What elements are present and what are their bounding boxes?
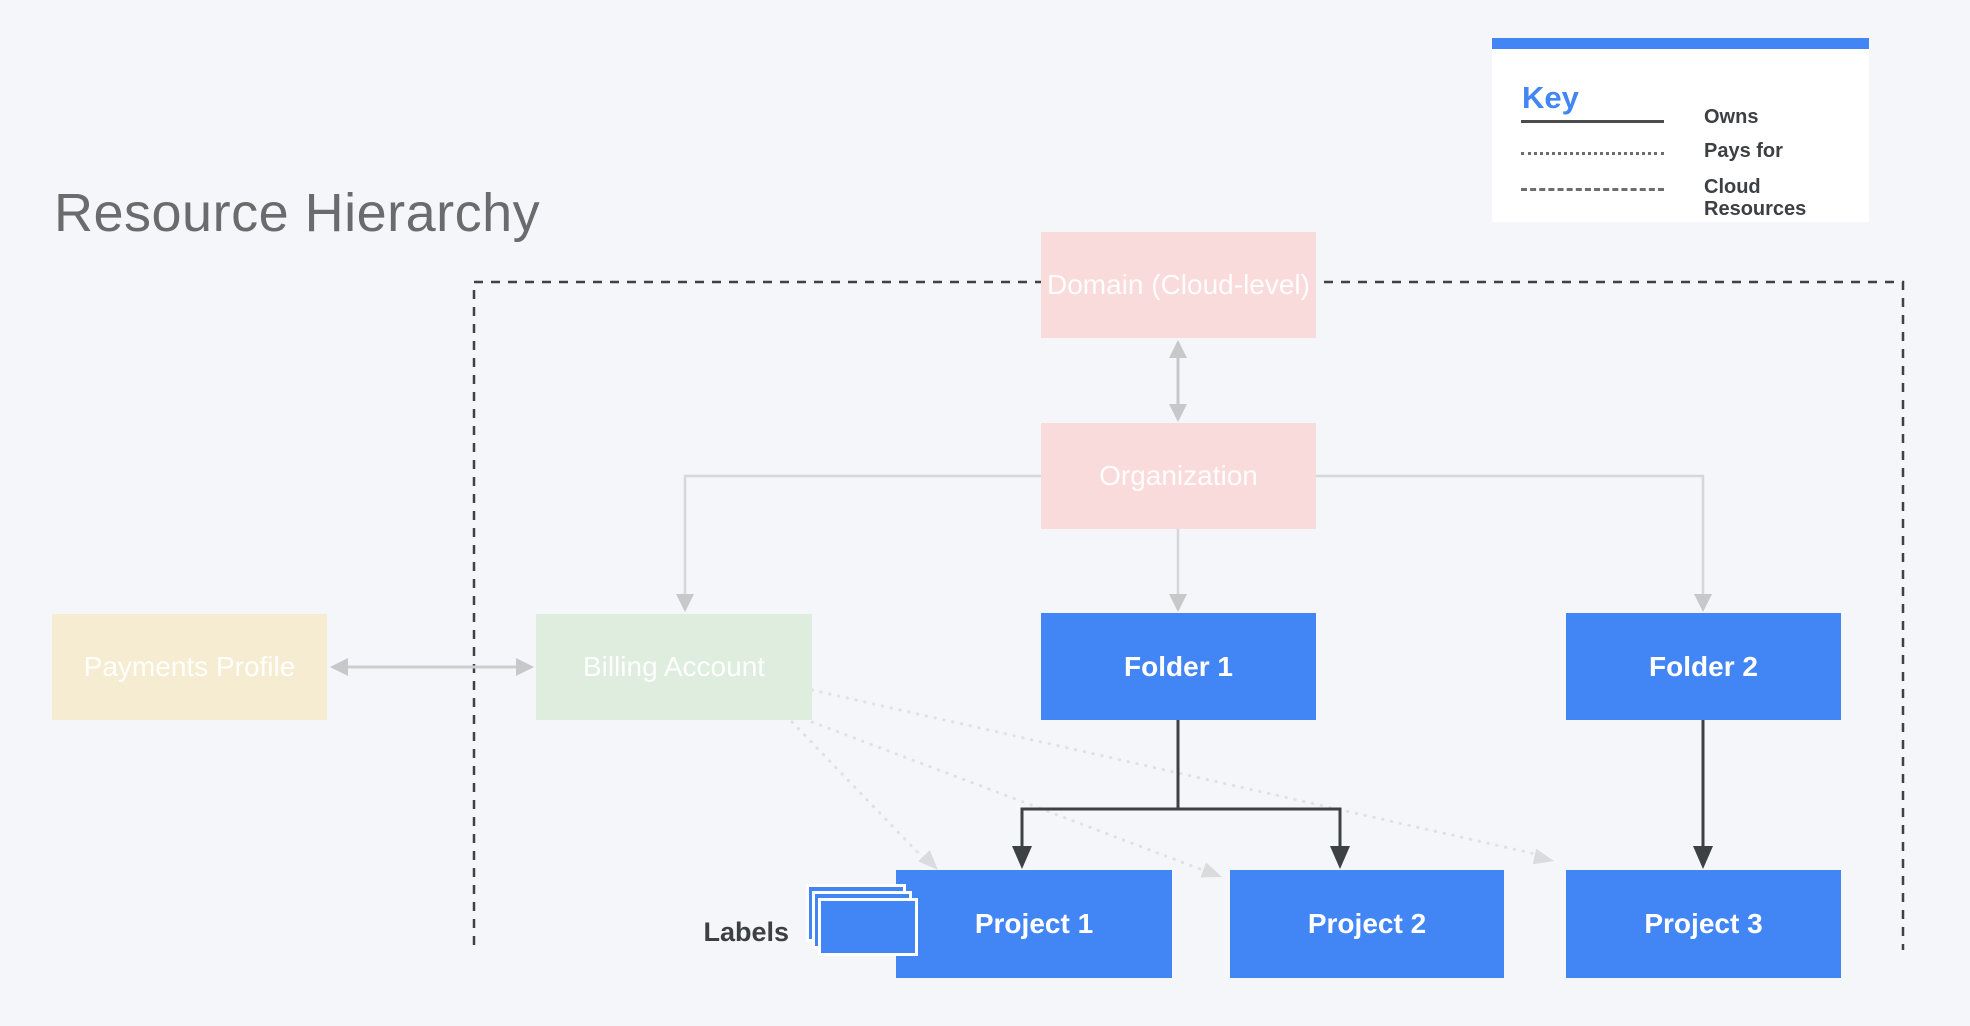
legend-top-bar [1492, 38, 1869, 49]
payments-billing-arrowhead-right [516, 658, 534, 676]
legend-heading: Key [1522, 80, 1579, 115]
owns-line-folder2 [1316, 474, 1705, 600]
node-project2-label: Project 2 [1307, 908, 1427, 939]
pays-for-line-project2 [810, 720, 1210, 874]
legend-dotted-line-sample [1521, 152, 1664, 155]
node-project3: Project 3 [1566, 870, 1841, 978]
edge-organization-children-arrowheads [676, 594, 1712, 612]
legend: Key Owns Pays for Cloud Resources [1492, 38, 1869, 222]
owns-arrowhead-project3 [1693, 846, 1713, 869]
owns-arrowhead-folder2 [1694, 594, 1712, 612]
node-folder2-label: Folder 2 [1649, 650, 1758, 682]
node-payments-profile-label: Payments Profile [83, 651, 296, 682]
node-project1: Project 1 [896, 870, 1172, 978]
legend-dashed-line-sample [1521, 188, 1664, 191]
pays-for-arrowhead-project3 [1532, 848, 1554, 865]
node-billing-account: Billing Account [536, 614, 812, 720]
node-domain-label: Domain (Cloud-level) [1047, 269, 1310, 300]
label-card-front [818, 898, 918, 956]
node-folder2: Folder 2 [1566, 613, 1841, 720]
pays-for-arrowheads [918, 848, 1554, 878]
owns-arrowhead-project1 [1012, 846, 1032, 869]
owns-arrowhead-billing-account [676, 594, 694, 612]
node-billing-account-label: Billing Account [582, 651, 766, 682]
node-project3-label: Project 3 [1644, 908, 1763, 939]
owns-line-billing-account [683, 474, 1041, 600]
node-domain: Domain (Cloud-level) [1041, 232, 1316, 338]
edge-payments-billing [330, 658, 534, 676]
legend-label-pays-for: Pays for [1704, 140, 1783, 162]
owns-arrowhead-folder1 [1169, 594, 1187, 612]
legend-label-cloud-resources: Cloud Resources [1704, 176, 1807, 220]
edge-domain-organization [1169, 340, 1187, 422]
payments-billing-arrowhead-left [330, 658, 348, 676]
domain-organization-arrowhead-down [1169, 404, 1187, 422]
legend-solid-line-sample [1521, 120, 1664, 123]
page-title: Resource Hierarchy [54, 183, 541, 243]
edge-organization-children-lines [683, 474, 1705, 600]
node-folder1: Folder 1 [1041, 613, 1316, 720]
node-organization-label: Organization [1099, 460, 1258, 491]
node-payments-profile: Payments Profile [52, 614, 327, 720]
pays-for-arrowhead-project1 [918, 850, 938, 870]
node-project2: Project 2 [1230, 870, 1504, 978]
owns-arrowhead-project2 [1330, 846, 1350, 869]
pays-for-line-project3 [810, 688, 1542, 857]
labels-annotation-text: Labels [703, 917, 789, 947]
pays-for-line-project1 [790, 720, 927, 862]
pays-for-arrowhead-project2 [1200, 862, 1222, 878]
legend-label-owns: Owns [1704, 106, 1759, 128]
edge-folders-projects-arrowheads [1012, 846, 1713, 869]
edge-folders-projects-lines [1020, 720, 1705, 850]
labels-stack-icon [806, 884, 938, 976]
edge-billing-pays-projects [790, 688, 1542, 874]
node-organization: Organization [1041, 423, 1316, 529]
domain-organization-arrowhead-up [1169, 340, 1187, 358]
node-project1-label: Project 1 [974, 908, 1094, 939]
node-folder1-label: Folder 1 [1124, 650, 1233, 682]
